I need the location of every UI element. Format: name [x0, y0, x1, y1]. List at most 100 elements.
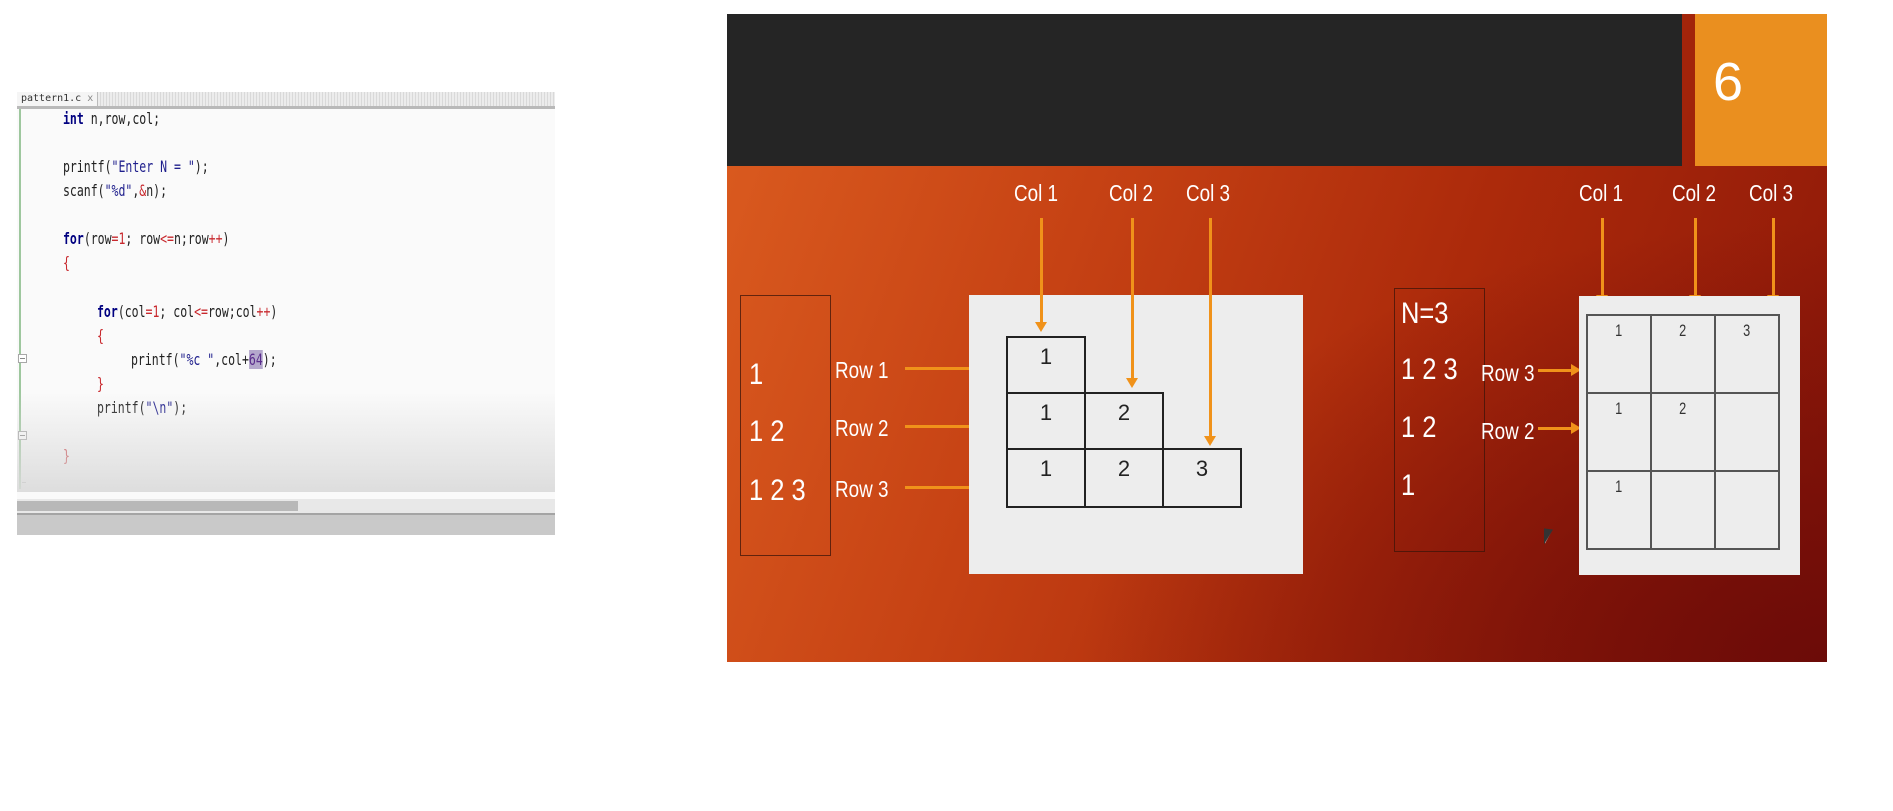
- code-token: (col: [117, 302, 146, 321]
- grid-cell: [1714, 392, 1780, 472]
- arrow-down-icon: [1204, 218, 1216, 446]
- grid-cell: 2: [1650, 314, 1716, 394]
- code-token: n,row,col;: [83, 109, 161, 128]
- arrow-down-icon: [1596, 218, 1608, 305]
- code-line: scanf("%d",&n);: [63, 181, 167, 201]
- triangle-cell: 2: [1084, 448, 1164, 508]
- pattern-line: 1: [1401, 469, 1416, 502]
- col-label: Col 2: [1109, 180, 1154, 206]
- arrow-right-icon: [1538, 422, 1581, 434]
- left-pattern-box: [740, 295, 831, 556]
- code-token: "%c ": [179, 350, 215, 369]
- grid-cell-value: 2: [1679, 399, 1687, 418]
- code-token: row;col: [207, 302, 257, 321]
- code-line: {: [97, 326, 104, 346]
- horizontal-scrollbar[interactable]: [17, 499, 555, 513]
- grid-cell-value: 3: [1743, 321, 1751, 340]
- editor-tab-bar: pattern1.c x: [17, 92, 555, 109]
- code-token: for: [63, 229, 84, 248]
- grid-cell-value: 2: [1679, 321, 1687, 340]
- fold-toggle-icon[interactable]: [18, 354, 27, 363]
- arrow-down-icon: [1035, 218, 1047, 332]
- pattern-line: 1 2 3: [749, 474, 806, 507]
- grid-cell: 3: [1714, 314, 1780, 394]
- code-token: ): [222, 229, 230, 248]
- arrow-down-icon: [1767, 218, 1779, 305]
- col-label: Col 1: [1014, 180, 1059, 206]
- code-line: printf("Enter N = ");: [63, 157, 209, 177]
- scrollbar-thumb[interactable]: [17, 501, 298, 511]
- code-token: printf(: [131, 350, 180, 369]
- code-line: printf("%c ",col+64);: [131, 350, 277, 370]
- code-token: <=: [160, 229, 174, 248]
- code-line: for(col=1; col<=row;col++): [97, 302, 277, 322]
- code-token: n;row: [173, 229, 209, 248]
- pattern-line: 1 2: [1401, 411, 1437, 444]
- code-token: ++: [256, 302, 271, 321]
- code-token: for: [97, 302, 118, 321]
- code-token: (row: [83, 229, 112, 248]
- close-icon[interactable]: x: [87, 93, 94, 104]
- slide-number: 6: [1712, 52, 1744, 112]
- triangle-cell: 1: [1006, 392, 1086, 450]
- row-label: Row 1: [835, 357, 889, 383]
- code-line: int n,row,col;: [63, 109, 160, 129]
- slide-header-bar: [727, 14, 1682, 166]
- row-label: Row 2: [1481, 418, 1535, 444]
- arrow-down-icon: [1126, 218, 1138, 388]
- code-token: }: [97, 374, 104, 393]
- code-line: for(row=1; row<=n;row++): [63, 229, 229, 249]
- mouse-pointer-icon: [1545, 529, 1552, 545]
- grid-cell: 1: [1586, 392, 1652, 472]
- pattern-line: 1: [749, 358, 764, 391]
- code-token: ; col: [159, 302, 195, 321]
- grid-row: 1: [1586, 470, 1780, 550]
- row-label: Row 2: [835, 415, 889, 441]
- grid-cell: 1: [1586, 314, 1652, 394]
- code-token: n);: [146, 181, 168, 200]
- editor-tab[interactable]: pattern1.c x: [17, 92, 99, 106]
- slide-number-badge: 6: [1695, 14, 1827, 166]
- arrow-right-icon: [1538, 364, 1581, 376]
- code-token: =1: [111, 229, 126, 248]
- pattern-line: 1 2: [749, 415, 785, 448]
- code-token: ++: [208, 229, 223, 248]
- change-marker-bar: [19, 109, 21, 489]
- col-label: Col 3: [1186, 180, 1231, 206]
- code-token: scanf(: [63, 181, 105, 200]
- row-label: Row 3: [835, 476, 889, 502]
- grid-cell-value: 1: [1615, 399, 1623, 418]
- code-token: &: [139, 181, 147, 200]
- code-token: 64: [248, 350, 263, 369]
- code-token: );: [262, 350, 277, 369]
- grid-cell-value: 1: [1615, 477, 1623, 496]
- code-token: "Enter N = ": [111, 157, 195, 176]
- editor-tab-label: pattern1.c: [21, 93, 82, 104]
- right-pattern-box: [1394, 288, 1485, 552]
- grid-cell: [1714, 470, 1780, 550]
- code-token: {: [63, 253, 70, 272]
- pattern-line: 1 2 3: [1401, 353, 1458, 386]
- code-line: {: [63, 253, 70, 273]
- triangle-cell: 3: [1162, 448, 1242, 508]
- arrow-down-icon: [1689, 218, 1701, 305]
- code-token: <=: [194, 302, 208, 321]
- grid-row: 1 2 3: [1586, 314, 1780, 394]
- editor-bottom-panel: [17, 513, 555, 535]
- code-line: }: [97, 374, 104, 394]
- grid-cell: 1: [1586, 470, 1652, 550]
- triangle-cell: 1: [1006, 336, 1086, 394]
- code-token: ; row: [125, 229, 161, 248]
- col-label: Col 2: [1672, 180, 1717, 206]
- code-token: ,col+: [214, 350, 249, 369]
- code-token: ): [270, 302, 278, 321]
- grid-cell-value: 1: [1615, 321, 1623, 340]
- code-token: );: [194, 157, 209, 176]
- triangle-cell: 2: [1084, 392, 1164, 450]
- row-label: Row 3: [1481, 360, 1535, 386]
- code-token: ,: [132, 181, 140, 200]
- presentation-slide: 6 1 1 2 1 2 3 Row 1 Row 2 Row 3 Col 1 Co…: [727, 14, 1827, 662]
